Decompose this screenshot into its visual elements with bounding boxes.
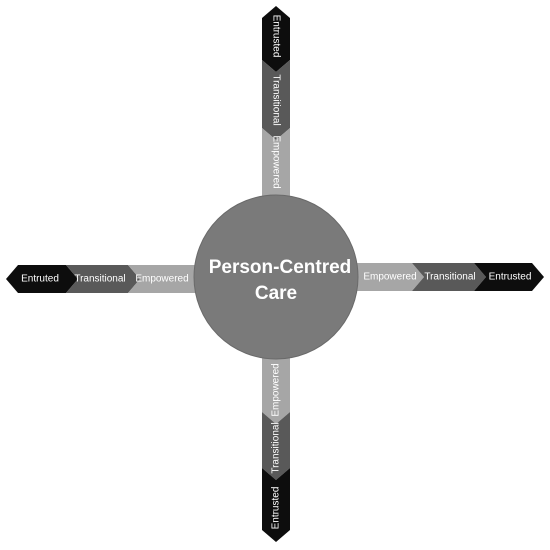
top-transitional-label: Transitional bbox=[270, 74, 281, 125]
top-empowered-label: Empowered bbox=[270, 135, 281, 188]
left-transitional-segment bbox=[66, 265, 140, 293]
right-entrusted-segment bbox=[474, 263, 544, 291]
bottom-arm: Empowered Transitional Entrusted bbox=[262, 354, 290, 542]
center-node: Person-Centred Care bbox=[193, 194, 359, 360]
left-empowered-label: Empowered bbox=[135, 274, 188, 285]
left-transitional-label: Transitional bbox=[74, 274, 125, 285]
left-entruted-label: Entruted bbox=[21, 274, 59, 285]
top-entrusted-label: Entrusted bbox=[270, 15, 281, 58]
right-transitional-label: Transitional bbox=[424, 272, 475, 283]
left-entrusted-segment bbox=[6, 265, 78, 293]
right-empowered-segment bbox=[350, 263, 424, 291]
bottom-entrusted-segment bbox=[262, 468, 290, 542]
right-entrusted-label: Entrusted bbox=[489, 272, 532, 283]
bottom-empowered-label: Empowered bbox=[271, 363, 282, 416]
top-arm: Entrusted Transitional Empowered bbox=[262, 6, 290, 196]
top-entrusted-segment bbox=[262, 6, 290, 72]
center-title-line1: Person-Centred bbox=[209, 257, 352, 278]
bottom-entrusted-label: Entrusted bbox=[271, 487, 282, 530]
bottom-transitional-segment bbox=[262, 412, 290, 480]
right-arm: Empowered Transitional Entrusted bbox=[350, 263, 544, 291]
bottom-transitional-label: Transitional bbox=[271, 422, 282, 473]
left-empowered-segment bbox=[128, 265, 200, 293]
top-transitional-segment bbox=[262, 60, 290, 140]
right-empowered-label: Empowered bbox=[363, 272, 416, 283]
bottom-empowered-segment bbox=[262, 354, 290, 424]
left-arm: Entruted Transitional Empowered bbox=[6, 265, 200, 293]
top-empowered-segment bbox=[262, 128, 290, 196]
center-circle bbox=[193, 194, 359, 360]
right-transitional-segment bbox=[412, 263, 486, 291]
center-title-line2: Care bbox=[255, 283, 297, 304]
